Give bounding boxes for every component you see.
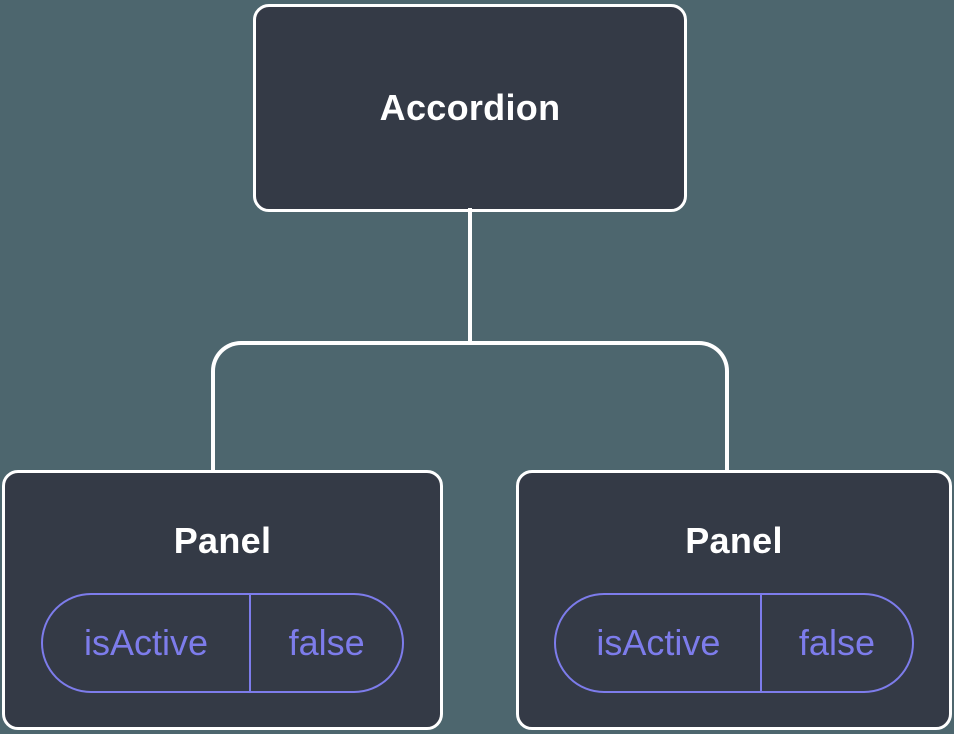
state-value-label: false (288, 622, 365, 663)
state-pill: isActive false (40, 593, 405, 693)
panel-node-right: Panel isActive false (516, 470, 952, 730)
state-key-label: isActive (556, 595, 763, 691)
accordion-node-label: Accordion (379, 87, 561, 128)
panel-node-left: Panel isActive false (2, 470, 443, 730)
panel-title: Panel (173, 520, 272, 561)
state-key-label: isActive (43, 595, 252, 691)
state-pill: isActive false (554, 593, 914, 693)
state-value-label: false (798, 622, 875, 663)
accordion-node: Accordion (253, 4, 687, 212)
tree-connector-stem (468, 208, 472, 345)
tree-connector-branch (211, 341, 729, 470)
panel-title: Panel (685, 520, 783, 561)
